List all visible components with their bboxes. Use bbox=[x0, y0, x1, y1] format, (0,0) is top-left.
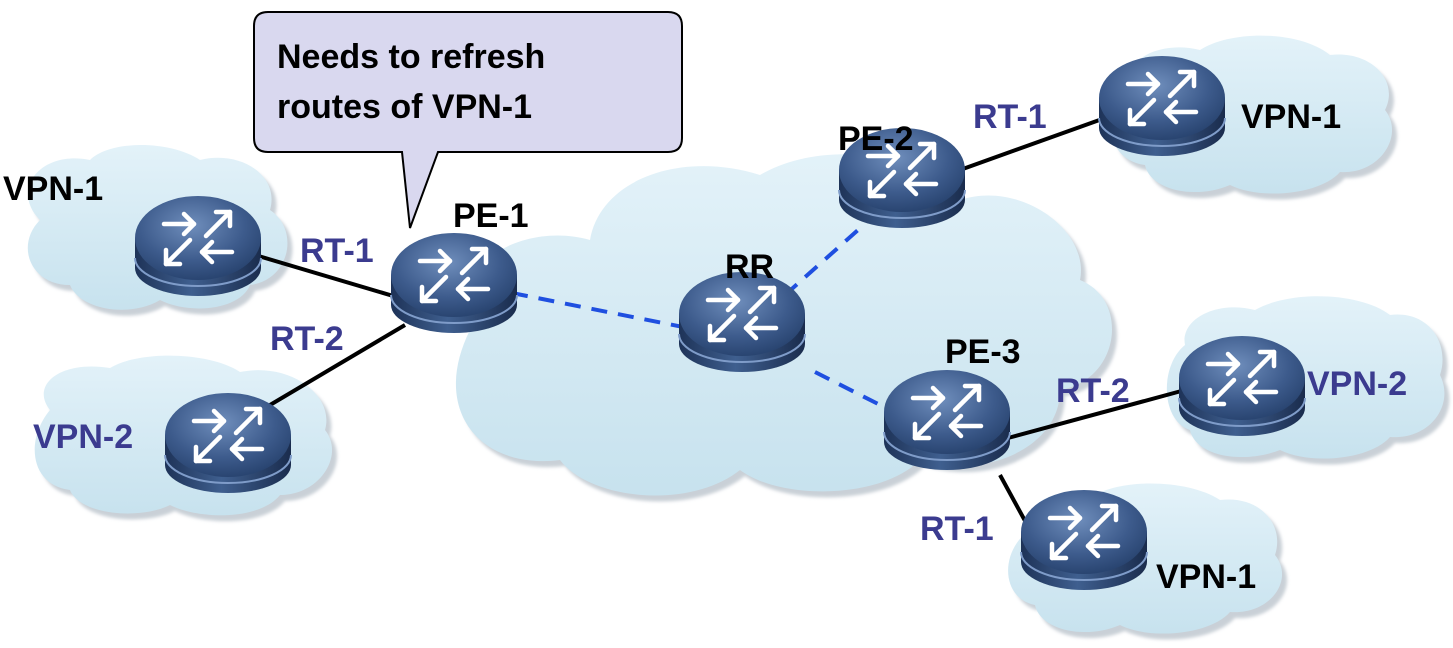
label-rr: RR bbox=[725, 248, 774, 286]
callout-line-1: Needs to refresh bbox=[277, 38, 545, 76]
router-pe3-icon bbox=[884, 370, 1010, 470]
callout-bubble bbox=[253, 11, 683, 229]
label-rt-pe2-vpn1: RT-1 bbox=[973, 98, 1047, 136]
label-pe2: PE-2 bbox=[838, 120, 914, 158]
label-rt-pe1-vpn2: RT-2 bbox=[270, 320, 344, 358]
router-vpn1-pe3-site-icon bbox=[1021, 490, 1147, 590]
router-vpn1-pe2-site-icon bbox=[1099, 56, 1225, 156]
label-rt-pe1-vpn1: RT-1 bbox=[300, 232, 374, 270]
callout-line-2: routes of VPN-1 bbox=[277, 88, 532, 126]
router-vpn2-left-icon bbox=[165, 393, 291, 493]
label-pe3: PE-3 bbox=[945, 333, 1021, 371]
router-vpn1-left-icon bbox=[135, 196, 261, 296]
label-site-vpn1-left: VPN-1 bbox=[3, 170, 103, 208]
link-pe1-rr bbox=[511, 291, 689, 330]
label-site-vpn2-left: VPN-2 bbox=[33, 418, 133, 456]
label-site-vpn1-pe2: VPN-1 bbox=[1241, 98, 1341, 136]
link-pe2-vpn1 bbox=[959, 116, 1106, 172]
link-rr-pe3 bbox=[814, 370, 891, 412]
link-pe3-vpn2 bbox=[1007, 388, 1186, 440]
label-site-vpn1-pe3: VPN-1 bbox=[1156, 558, 1256, 596]
link-pe1-vpn1 bbox=[254, 253, 401, 300]
label-site-vpn2-pe3: VPN-2 bbox=[1307, 365, 1407, 403]
link-pe1-vpn2 bbox=[268, 323, 407, 407]
link-rr-pe2 bbox=[783, 228, 860, 297]
access-links bbox=[254, 116, 1186, 531]
peer-links bbox=[511, 228, 891, 412]
label-rt-pe3-vpn1: RT-1 bbox=[920, 510, 994, 548]
label-rt-pe3-vpn2: RT-2 bbox=[1056, 372, 1130, 410]
router-rr-icon bbox=[679, 272, 805, 372]
label-pe1: PE-1 bbox=[453, 197, 529, 235]
router-pe1-icon bbox=[391, 233, 517, 333]
router-vpn2-pe3-site-icon bbox=[1179, 336, 1305, 436]
